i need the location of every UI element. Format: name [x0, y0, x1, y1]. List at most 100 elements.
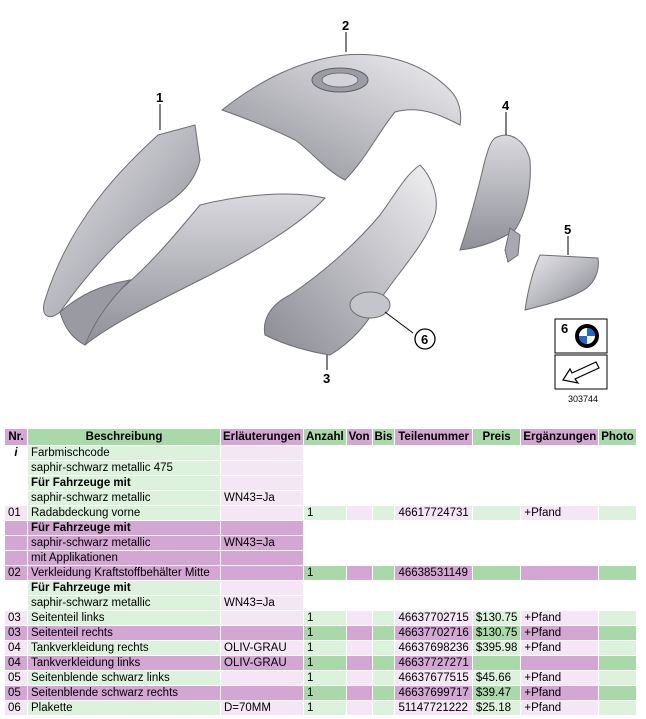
row-desc: Seitenblende schwarz rechts: [28, 686, 220, 700]
logo-number: 6: [561, 321, 568, 336]
row-extra: [521, 656, 599, 670]
group-line-row: saphir-schwarz metallic WN43=Ja: [5, 536, 636, 550]
group2-line-2: mit Applikationen: [28, 551, 220, 565]
row-qty: 1: [303, 686, 346, 700]
group3-note: WN43=Ja: [221, 596, 303, 610]
table-row: 03 Seitenteil links 1 46637702715 $130.7…: [5, 611, 636, 625]
part-side-panel: [263, 164, 437, 356]
row-expl: [221, 686, 303, 700]
row-expl: D=70MM: [221, 701, 303, 715]
orientation-arrow-box: [554, 354, 608, 390]
row-qty: 1: [303, 671, 346, 685]
row-desc: Seitenteil links: [28, 611, 220, 625]
row-expl: OLIV-GRAU: [221, 656, 303, 670]
group-header-row: Für Fahrzeuge mit: [5, 476, 636, 490]
group1-title: Für Fahrzeuge mit: [28, 476, 220, 490]
row-qty: 1: [303, 701, 346, 715]
group2-note: WN43=Ja: [221, 536, 303, 550]
row-extra: +Pfand: [521, 701, 599, 715]
part-tank-center-cover: [220, 53, 462, 181]
row-nr: 04: [5, 656, 27, 670]
table-row: 01 Radabdeckung vorne 1 46617724731 +Pfa…: [5, 506, 636, 520]
info-line-2: saphir-schwarz metallic 475: [28, 461, 220, 475]
row-desc: Verkleidung Kraftstoffbehälter Mitte: [28, 566, 220, 580]
row-qty: 1: [303, 656, 346, 670]
group1-line: saphir-schwarz metallic: [28, 491, 220, 505]
row-expl: [221, 611, 303, 625]
header-bis: Bis: [372, 429, 395, 445]
table-row: 05 Seitenblende schwarz links 1 46637677…: [5, 671, 636, 685]
info-row: i Farbmischcode: [5, 446, 636, 460]
group2-line-1: saphir-schwarz metallic: [28, 536, 220, 550]
row-expl: [221, 671, 303, 685]
row-nr: 06: [5, 701, 27, 715]
header-photo: Photo: [599, 429, 636, 445]
header-beschreibung: Beschreibung: [28, 429, 220, 445]
row-nr: 03: [5, 626, 27, 640]
row-desc: Seitenteil rechts: [28, 626, 220, 640]
row-desc: Tankverkleidung rechts: [28, 641, 220, 655]
callout-2: 2: [342, 18, 349, 33]
group1-note: WN43=Ja: [221, 491, 303, 505]
group-line-row: saphir-schwarz metallic WN43=Ja: [5, 491, 636, 505]
group-line-row: mit Applikationen: [5, 551, 636, 565]
arrow-icon: [562, 361, 600, 384]
row-price: $39.47: [472, 686, 521, 700]
group3-title: Für Fahrzeuge mit: [28, 581, 220, 595]
bmw-logo-icon: [575, 324, 599, 348]
row-extra: +Pfand: [521, 671, 599, 685]
group3-line: saphir-schwarz metallic: [28, 596, 220, 610]
callout-5: 5: [564, 222, 571, 237]
row-extra: [521, 566, 599, 580]
row-nr: 04: [5, 641, 27, 655]
part-front-wheel-cover: [43, 124, 326, 346]
row-price: [472, 566, 521, 580]
table-row: 06 Plakette D=70MM 1 51147721222 $25.18 …: [5, 701, 636, 715]
table-row: 04 Tankverkleidung rechts OLIV-GRAU 1 46…: [5, 641, 636, 655]
row-qty: 1: [303, 506, 346, 520]
row-qty: 1: [303, 611, 346, 625]
callout-1: 1: [156, 90, 163, 105]
header-anzahl: Anzahl: [303, 429, 346, 445]
row-price: $130.75: [472, 611, 521, 625]
table-row: 05 Seitenblende schwarz rechts 1 4663769…: [5, 686, 636, 700]
row-expl: [221, 566, 303, 580]
image-id: 303744: [568, 394, 598, 404]
row-qty: 1: [303, 641, 346, 655]
row-price: $25.18: [472, 701, 521, 715]
row-part[interactable]: 46637677515: [395, 671, 472, 685]
row-part[interactable]: 46637702716: [395, 626, 472, 640]
callout-6: 6: [421, 332, 428, 347]
row-extra: +Pfand: [521, 506, 599, 520]
row-part[interactable]: 46638531149: [395, 566, 472, 580]
table-row: 03 Seitenteil rechts 1 46637702716 $130.…: [5, 626, 636, 640]
row-desc: Radabdeckung vorne: [28, 506, 220, 520]
row-part[interactable]: 46637727271: [395, 656, 472, 670]
row-part[interactable]: 46637698236: [395, 641, 472, 655]
group-line-row: saphir-schwarz metallic WN43=Ja: [5, 596, 636, 610]
row-part[interactable]: 51147721222: [395, 701, 472, 715]
table-row: 02 Verkleidung Kraftstoffbehälter Mitte …: [5, 566, 636, 580]
parts-table: Nr. Beschreibung Erläuterungen Anzahl Vo…: [4, 428, 637, 716]
info-row: saphir-schwarz metallic 475: [5, 461, 636, 475]
row-desc: Plakette: [28, 701, 220, 715]
row-price: $45.66: [472, 671, 521, 685]
row-nr: 05: [5, 686, 27, 700]
row-nr: 05: [5, 671, 27, 685]
header-nr: Nr.: [5, 429, 27, 445]
row-extra: +Pfand: [521, 626, 599, 640]
header-ergaenzungen: Ergänzungen: [521, 429, 599, 445]
row-part[interactable]: 46637702715: [395, 611, 472, 625]
group2-title: Für Fahrzeuge mit: [28, 521, 220, 535]
row-price: $130.75: [472, 626, 521, 640]
row-part[interactable]: 46637699717: [395, 686, 472, 700]
group-header-row: Für Fahrzeuge mit: [5, 521, 636, 535]
parts-diagram: 1 2 3 4 5 6 6 303744: [43, 18, 608, 404]
group-header-row: Für Fahrzeuge mit: [5, 581, 636, 595]
row-extra: +Pfand: [521, 611, 599, 625]
table-row: 04 Tankverkleidung links OLIV-GRAU 1 466…: [5, 656, 636, 670]
header-erlaeuterungen: Erläuterungen: [221, 429, 303, 445]
row-price: [472, 656, 521, 670]
row-part[interactable]: 46617724731: [395, 506, 472, 520]
header-von: Von: [346, 429, 372, 445]
